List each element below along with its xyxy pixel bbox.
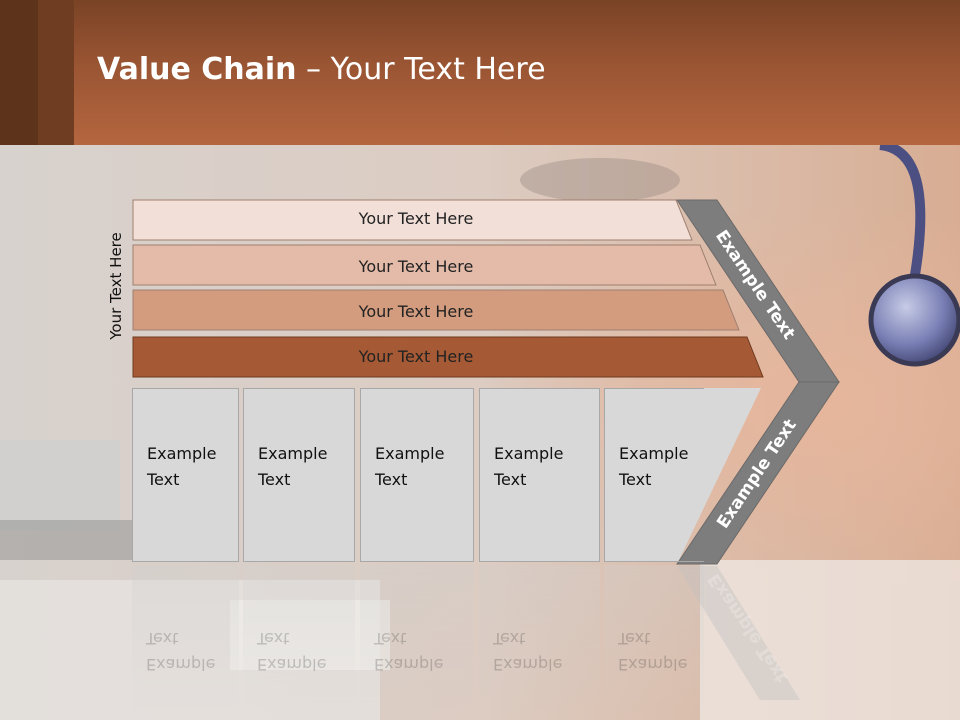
last-box-fill xyxy=(604,388,761,562)
support-bar[interactable] xyxy=(132,199,693,241)
support-bar-label: Your Text Here xyxy=(358,347,474,366)
support-bar-label: Your Text Here xyxy=(358,257,474,276)
header-stripe xyxy=(38,0,74,145)
slide-title-rest: – Your Text Here xyxy=(296,52,546,87)
chevron-reflection xyxy=(677,566,800,700)
support-bar[interactable] xyxy=(132,336,764,378)
header-stripe xyxy=(0,0,38,145)
slide-title-bold: Value Chain xyxy=(97,52,297,87)
support-bar-label: Your Text Here xyxy=(358,302,474,321)
support-bar[interactable] xyxy=(132,244,717,286)
support-bar[interactable] xyxy=(132,289,740,331)
header-banner: Value Chain – Your Text Here xyxy=(0,0,960,145)
slide-title: Value Chain – Your Text Here xyxy=(97,52,546,87)
chevron-lower-arm[interactable] xyxy=(676,381,840,565)
support-bar-label: Your Text Here xyxy=(358,209,474,228)
